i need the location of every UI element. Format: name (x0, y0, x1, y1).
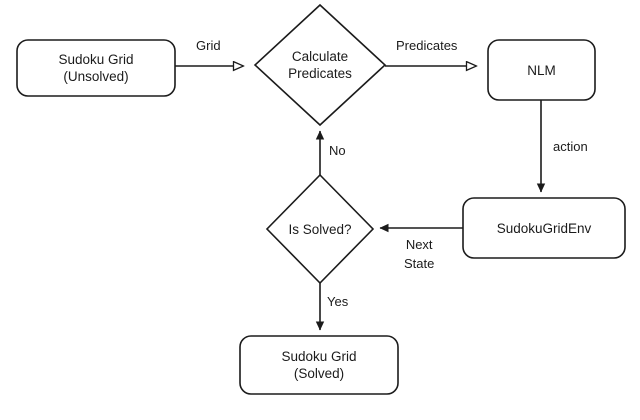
edge-label-next-state-line1: Next (405, 237, 433, 252)
edge-label-predicates: Predicates (396, 38, 458, 53)
node-is-solved[interactable] (265, 173, 375, 285)
edge-label-action: action (553, 139, 588, 154)
edge-label-next-state-line2: State (404, 256, 435, 271)
edge-label-no: No (329, 143, 346, 158)
node-sudoku-grid-unsolved[interactable] (16, 39, 176, 97)
node-sudoku-grid-env[interactable] (462, 197, 626, 259)
edge-label-yes: Yes (327, 294, 349, 309)
edge-label-next-state: Next State (404, 235, 434, 273)
edge-label-grid: Grid (196, 38, 221, 53)
node-calculate-predicates[interactable] (253, 3, 387, 127)
node-sudoku-grid-solved[interactable] (239, 335, 399, 395)
node-nlm[interactable] (487, 39, 596, 101)
